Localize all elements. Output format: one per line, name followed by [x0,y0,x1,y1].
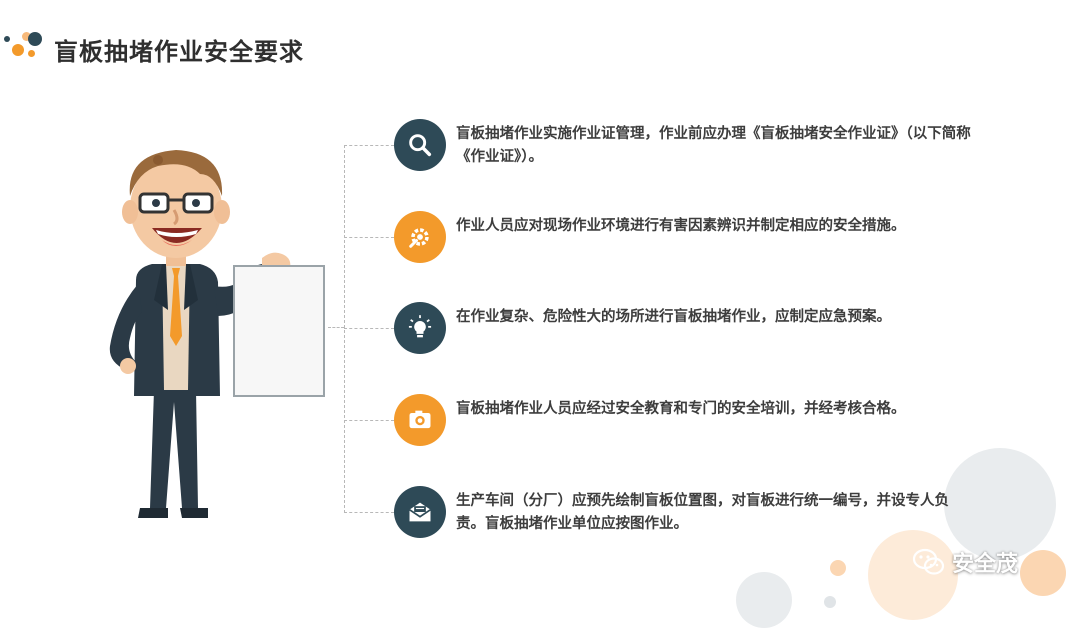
requirement-item: 盲板抽堵作业人员应经过安全教育和专门的安全培训，并经考核合格。 [394,394,994,454]
decorative-circle [868,530,958,620]
connector-line [344,420,394,421]
decorative-circle [824,596,836,608]
requirement-item: 盲板抽堵作业实施作业证管理，作业前应办理《盲板抽堵安全作业证》（以下简称《作业证… [394,119,994,179]
camera-icon [394,394,446,446]
watermark: 安全茂 [912,544,1018,580]
requirement-item: 在作业复杂、危险性大的场所进行盲板抽堵作业，应制定应急预案。 [394,302,994,362]
connector-line [344,512,394,513]
logo-dots-icon [4,30,48,66]
decorative-circle [830,560,846,576]
decorative-circle [944,448,1056,560]
connector-line [328,327,344,328]
decorative-circle [1020,550,1066,596]
decorative-circle [736,572,792,628]
search-icon [394,119,446,171]
requirement-text: 作业人员应对现场作业环境进行有害因素辨识并制定相应的安全措施。 [456,218,906,234]
connector-line [344,237,394,238]
requirement-item: 作业人员应对现场作业环境进行有害因素辨识并制定相应的安全措施。 [394,211,994,271]
page-title: 盲板抽堵作业安全要求 [54,38,304,66]
connector-line [344,145,394,146]
envelope-icon [394,486,446,538]
requirement-text: 盲板抽堵作业人员应经过安全教育和专门的安全培训，并经考核合格。 [456,401,906,417]
connector-line [344,145,345,513]
requirement-text: 在作业复杂、危险性大的场所进行盲板抽堵作业，应制定应急预案。 [456,309,891,325]
requirement-item: 生产车间（分厂）应预先绘制盲板位置图，对盲板进行统一编号，并设专人负责。盲板抽堵… [394,486,994,546]
gear-icon [394,211,446,263]
requirement-text: 盲板抽堵作业实施作业证管理，作业前应办理《盲板抽堵安全作业证》（以下简称《作业证… [456,126,971,165]
requirement-text: 生产车间（分厂）应预先绘制盲板位置图，对盲板进行统一编号，并设专人负责。盲板抽堵… [456,493,949,532]
watermark-text: 安全茂 [952,552,1019,577]
lightbulb-icon [394,302,446,354]
wechat-icon [912,548,945,575]
connector-line [344,328,394,329]
businessman-illustration [109,150,325,518]
